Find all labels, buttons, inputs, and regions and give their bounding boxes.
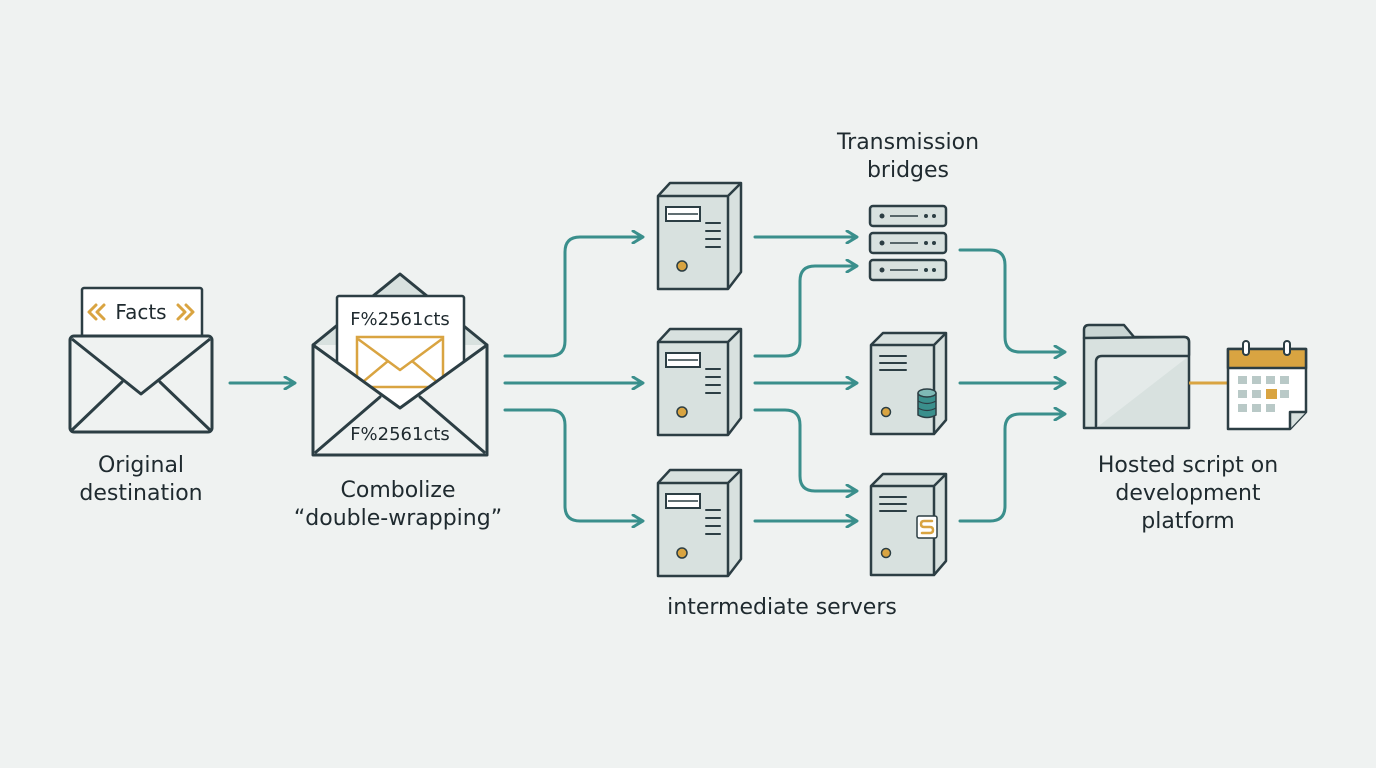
- double-wrap-envelope-icon: F%2561cts F%2561cts: [311, 272, 489, 457]
- inner-envelope-icon: [355, 335, 445, 389]
- arrow-script-to-folder: [958, 414, 1064, 523]
- facts-chevrons-left-icon: [87, 303, 106, 321]
- server-tower-middle-icon: [656, 327, 743, 437]
- arrow-server-mid-to-rack: [753, 266, 856, 358]
- encoded-text-bottom: F%2561cts: [350, 424, 450, 445]
- script-s-icon: [916, 515, 938, 539]
- bridge-server-script-icon: [869, 472, 948, 577]
- connector-arrows: [228, 237, 1064, 523]
- intermediate-servers-label: intermediate servers: [667, 595, 897, 620]
- original-destination-label: Original destination: [79, 453, 203, 506]
- database-icon: [917, 388, 937, 419]
- hosted-script-label: Hosted script on development platform: [1097, 453, 1279, 534]
- original-envelope-icon: Facts: [68, 286, 214, 434]
- arrow-combolize-to-server-top: [503, 237, 642, 358]
- arrow-combolize-to-server-bottom: [503, 408, 642, 521]
- arrow-rack-to-folder: [958, 248, 1064, 352]
- server-rack-icon: [868, 204, 948, 282]
- transmission-bridges-label: Transmission bridges: [836, 130, 980, 183]
- combolize-label: Combolize “double-wrapping”: [293, 478, 503, 531]
- folder-icon: [1082, 323, 1191, 430]
- facts-chevrons-right-icon: [176, 303, 195, 321]
- encoded-text-top: F%2561cts: [350, 309, 450, 330]
- facts-card-text: Facts: [115, 300, 166, 324]
- calendar-icon: [1226, 340, 1308, 431]
- bridge-server-database-icon: [869, 331, 948, 436]
- server-tower-top-icon: [656, 181, 743, 291]
- server-tower-bottom-icon: [656, 468, 743, 578]
- arrow-server-mid-to-script: [753, 408, 856, 491]
